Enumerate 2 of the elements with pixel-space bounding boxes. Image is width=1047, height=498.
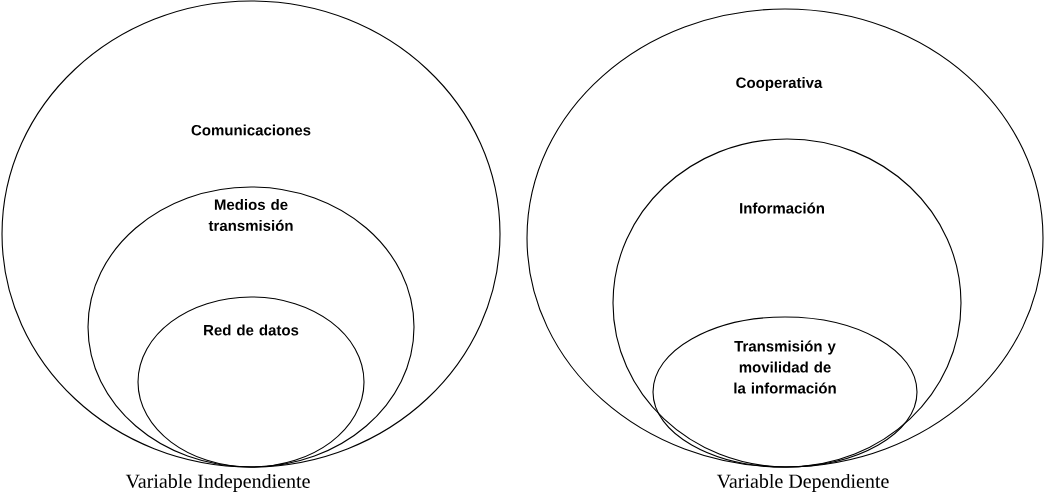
node-label: Variable Independiente xyxy=(125,473,310,493)
node-label: Variable Dependiente xyxy=(716,473,889,493)
